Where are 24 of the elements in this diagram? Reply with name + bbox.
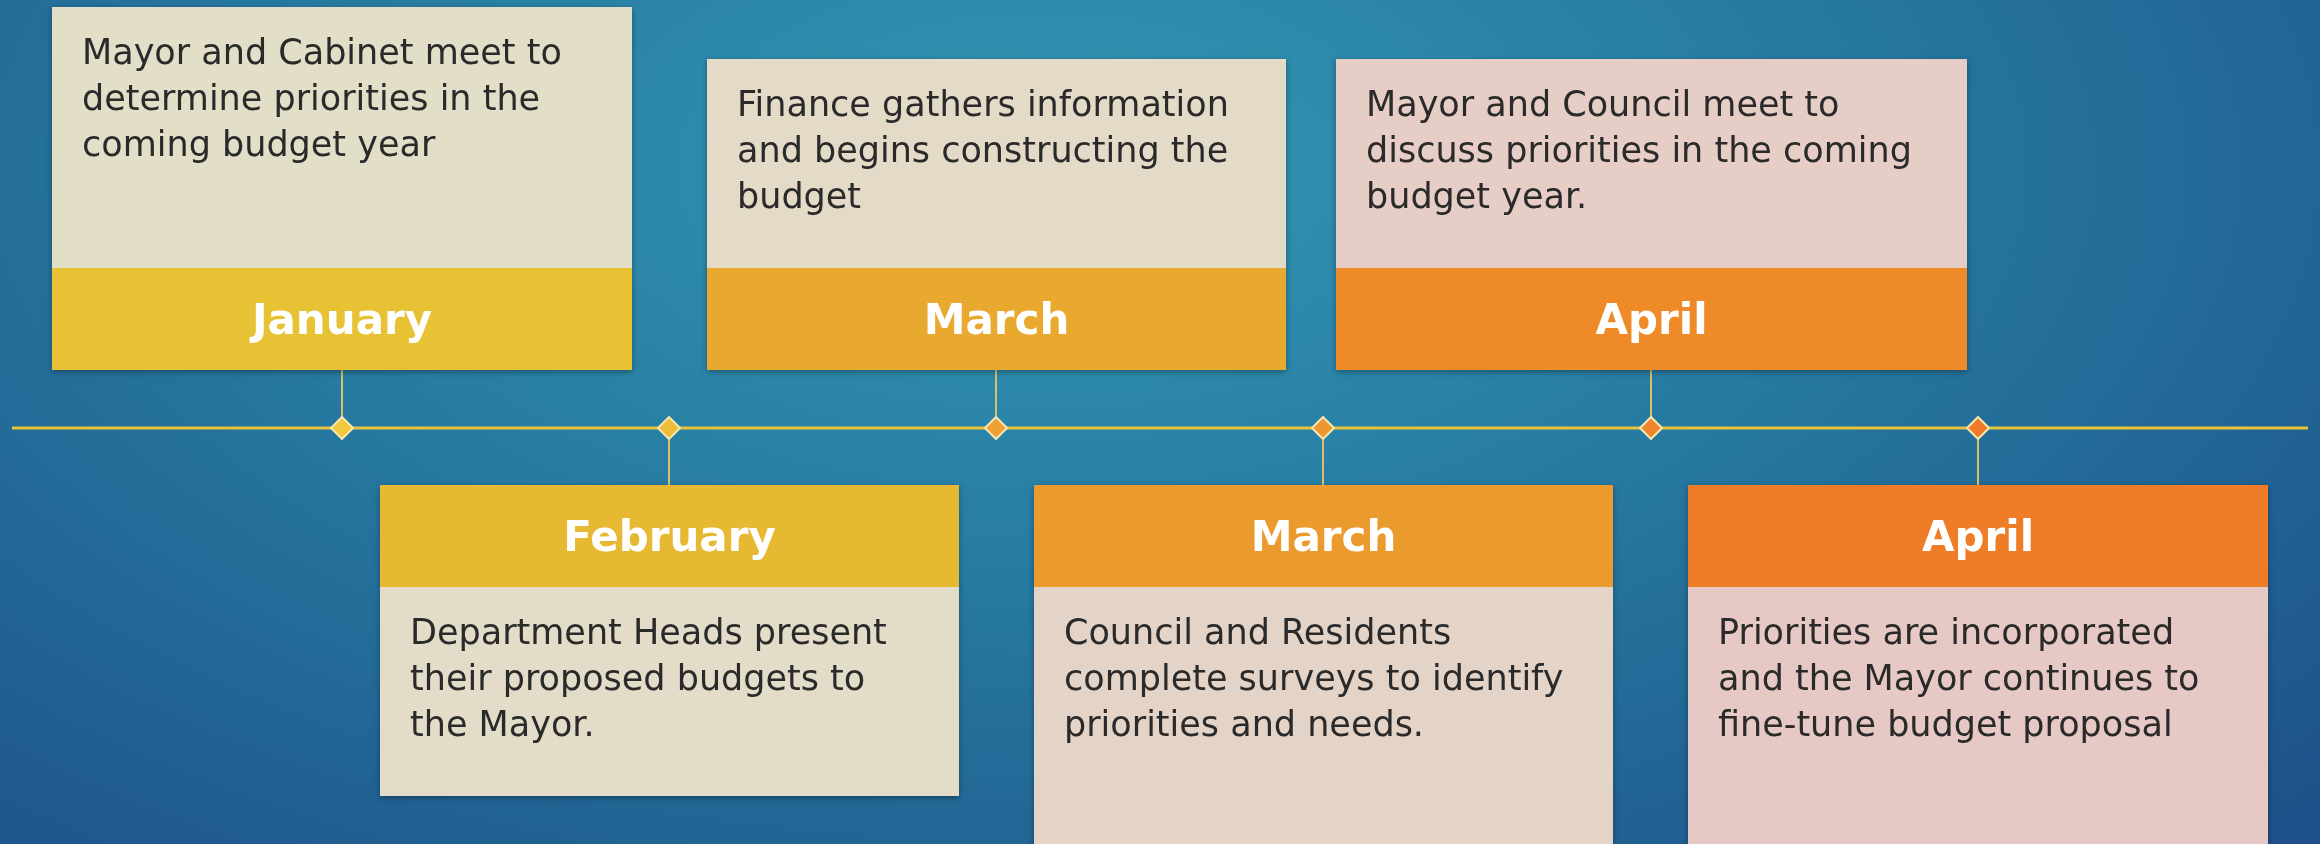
- event-description: Council and Residents complete surveys to identify priorities and needs.: [1063, 611, 1565, 746]
- month-header: April: [1688, 485, 2268, 587]
- event-card: [52, 7, 632, 370]
- month-header: April: [1336, 268, 1967, 370]
- month-header: February: [380, 485, 959, 587]
- event-description: Mayor and Cabinet meet to determine priorities in the coming budget year: [81, 31, 563, 166]
- event-description: Priorities are incorporated and the Mayor continues to fine-tune budget proposal: [1717, 611, 2201, 746]
- timeline-marker: [1639, 416, 1663, 440]
- event-card: [707, 59, 1286, 370]
- event-description: Finance gathers information and begins constructing the budget: [736, 83, 1230, 218]
- timeline-marker: [1966, 416, 1990, 440]
- month-header: January: [52, 268, 632, 370]
- event-card: [1034, 485, 1613, 844]
- event-card: [380, 485, 959, 796]
- event-description: Mayor and Council meet to discuss priorities in the coming budget year.: [1365, 83, 1913, 218]
- timeline-marker: [330, 416, 354, 440]
- month-header: March: [1034, 485, 1613, 587]
- timeline-marker: [657, 416, 681, 440]
- month-header: March: [707, 268, 1286, 370]
- event-card: [1688, 485, 2268, 844]
- event-card: [1336, 59, 1967, 370]
- timeline-marker: [984, 416, 1008, 440]
- timeline-marker: [1311, 416, 1335, 440]
- event-description: Department Heads present their proposed budgets to the Mayor.: [409, 611, 888, 746]
